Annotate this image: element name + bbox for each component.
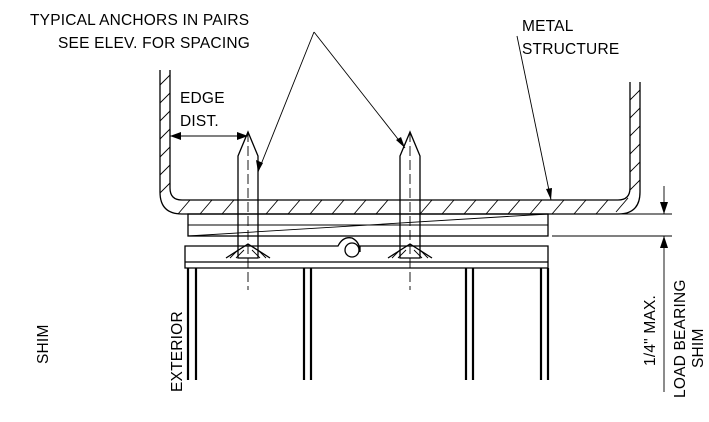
edge-dist-label-line1: EDGE bbox=[180, 90, 225, 107]
metal-structure-label-line2: STRUCTURE bbox=[522, 41, 619, 58]
anchors-label-line1: TYPICAL ANCHORS IN PAIRS bbox=[30, 12, 249, 29]
window-frame bbox=[184, 237, 550, 380]
edge-dist-dimension bbox=[170, 132, 248, 140]
edge-dist-label-line2: DIST. bbox=[180, 113, 219, 130]
load-bearing-label-line1: LOAD BEARING bbox=[672, 279, 689, 398]
anchor-left bbox=[225, 130, 271, 290]
load-bearing-shim bbox=[187, 213, 549, 237]
gap-dimension bbox=[552, 186, 672, 392]
anchor-right bbox=[387, 130, 433, 290]
shim-label: SHIM bbox=[35, 324, 52, 364]
max-gap-label: 1/4" MAX. bbox=[642, 295, 659, 366]
anchor-leader-lines bbox=[256, 31, 406, 173]
exterior-label: EXTERIOR bbox=[169, 311, 186, 392]
anchors-label-line2: SEE ELEV. FOR SPACING bbox=[58, 35, 250, 52]
load-bearing-label-line2: SHIM bbox=[690, 328, 707, 368]
metal-structure-leader bbox=[516, 35, 552, 201]
metal-structure-label-line1: METAL bbox=[522, 18, 574, 35]
